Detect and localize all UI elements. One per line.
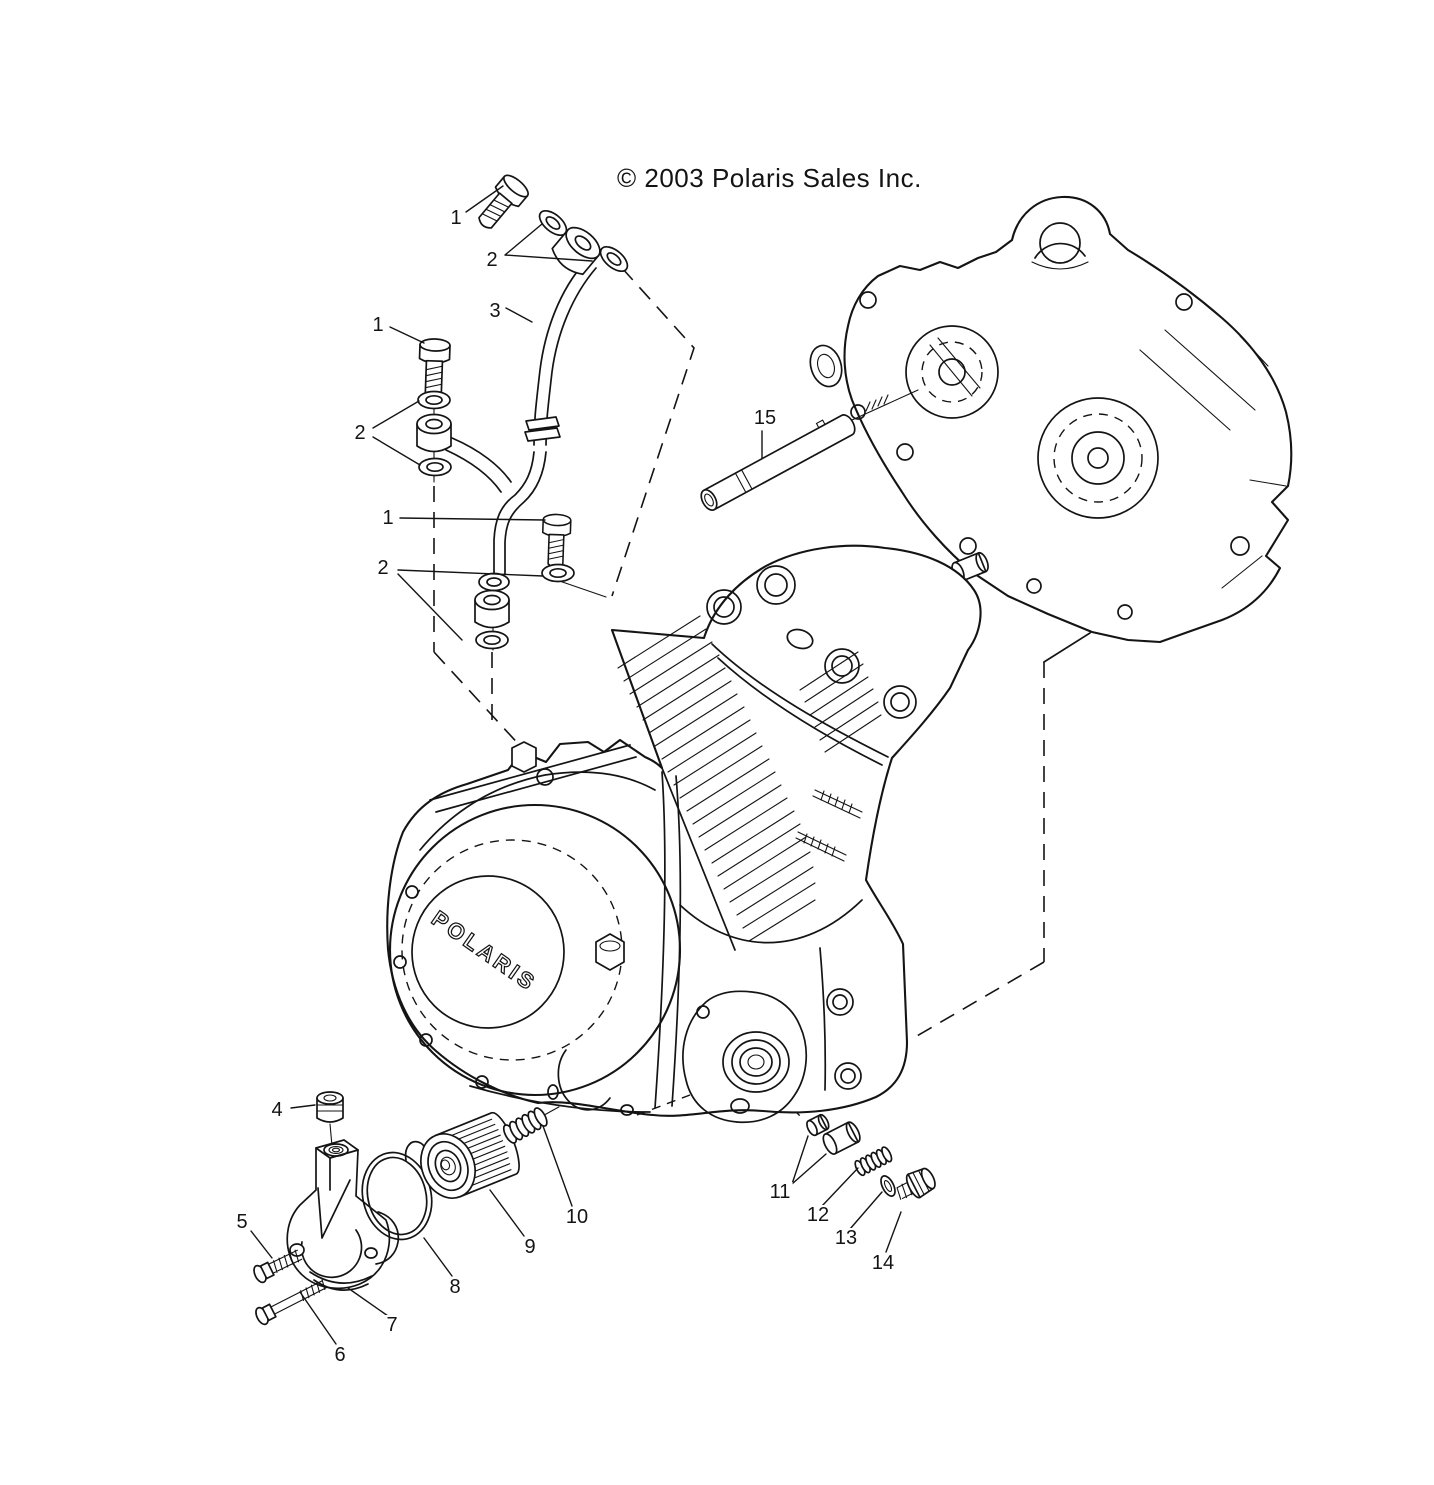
bolt-item5 [253,1249,303,1284]
callout-7: 7 [384,1314,400,1336]
cylinder-fins [617,615,882,942]
oring-item8 [361,1140,433,1241]
callout-1a: 1 [448,207,464,229]
callout-11: 11 [767,1181,793,1203]
callout-1c: 1 [380,507,396,529]
engine-assembly: POLARIS [386,544,982,1124]
oil-filter-group [420,1106,560,1199]
engine-silhouette [386,544,982,1117]
plug-item4 [316,1091,344,1123]
callout-2b: 2 [352,422,368,444]
copyright-notice: © 2003 Polaris Sales Inc. [617,163,922,193]
valve-plug-item11 [806,1113,830,1137]
callout-4: 4 [269,1099,285,1121]
oil-pickup-group [253,1091,433,1326]
construction-lines [433,267,1091,1121]
washer-item13 [880,1175,896,1197]
leader-lines [250,185,902,1345]
callout-12: 12 [804,1204,832,1226]
spring-item10 [502,1106,560,1144]
spring-item12 [854,1146,893,1177]
callout-14: 14 [869,1252,897,1274]
oil-line-assembly [416,170,633,651]
pickup-housing [286,1139,400,1291]
callout-2a: 2 [484,249,500,271]
callout-15: 15 [751,407,779,429]
callout-8: 8 [447,1276,463,1298]
callout-2c: 2 [375,557,391,579]
callout-5: 5 [234,1211,250,1233]
callout-9: 9 [522,1236,538,1258]
bolt-item14 [896,1167,936,1200]
callout-10: 10 [563,1206,591,1228]
callout-3: 3 [487,300,503,322]
callout-13: 13 [832,1227,860,1249]
hex-boss [511,741,625,971]
callout-6: 6 [332,1344,348,1366]
valve-piston-item11 [822,1121,861,1155]
oil-filter [420,1111,520,1199]
water-pump-boss [547,990,808,1124]
relief-valve-group [806,1113,936,1200]
oil-hose [493,261,597,575]
head-studs [795,789,863,862]
callout-1b: 1 [370,314,386,336]
bolt-item6 [255,1279,327,1326]
dowel-pipe [700,414,856,512]
